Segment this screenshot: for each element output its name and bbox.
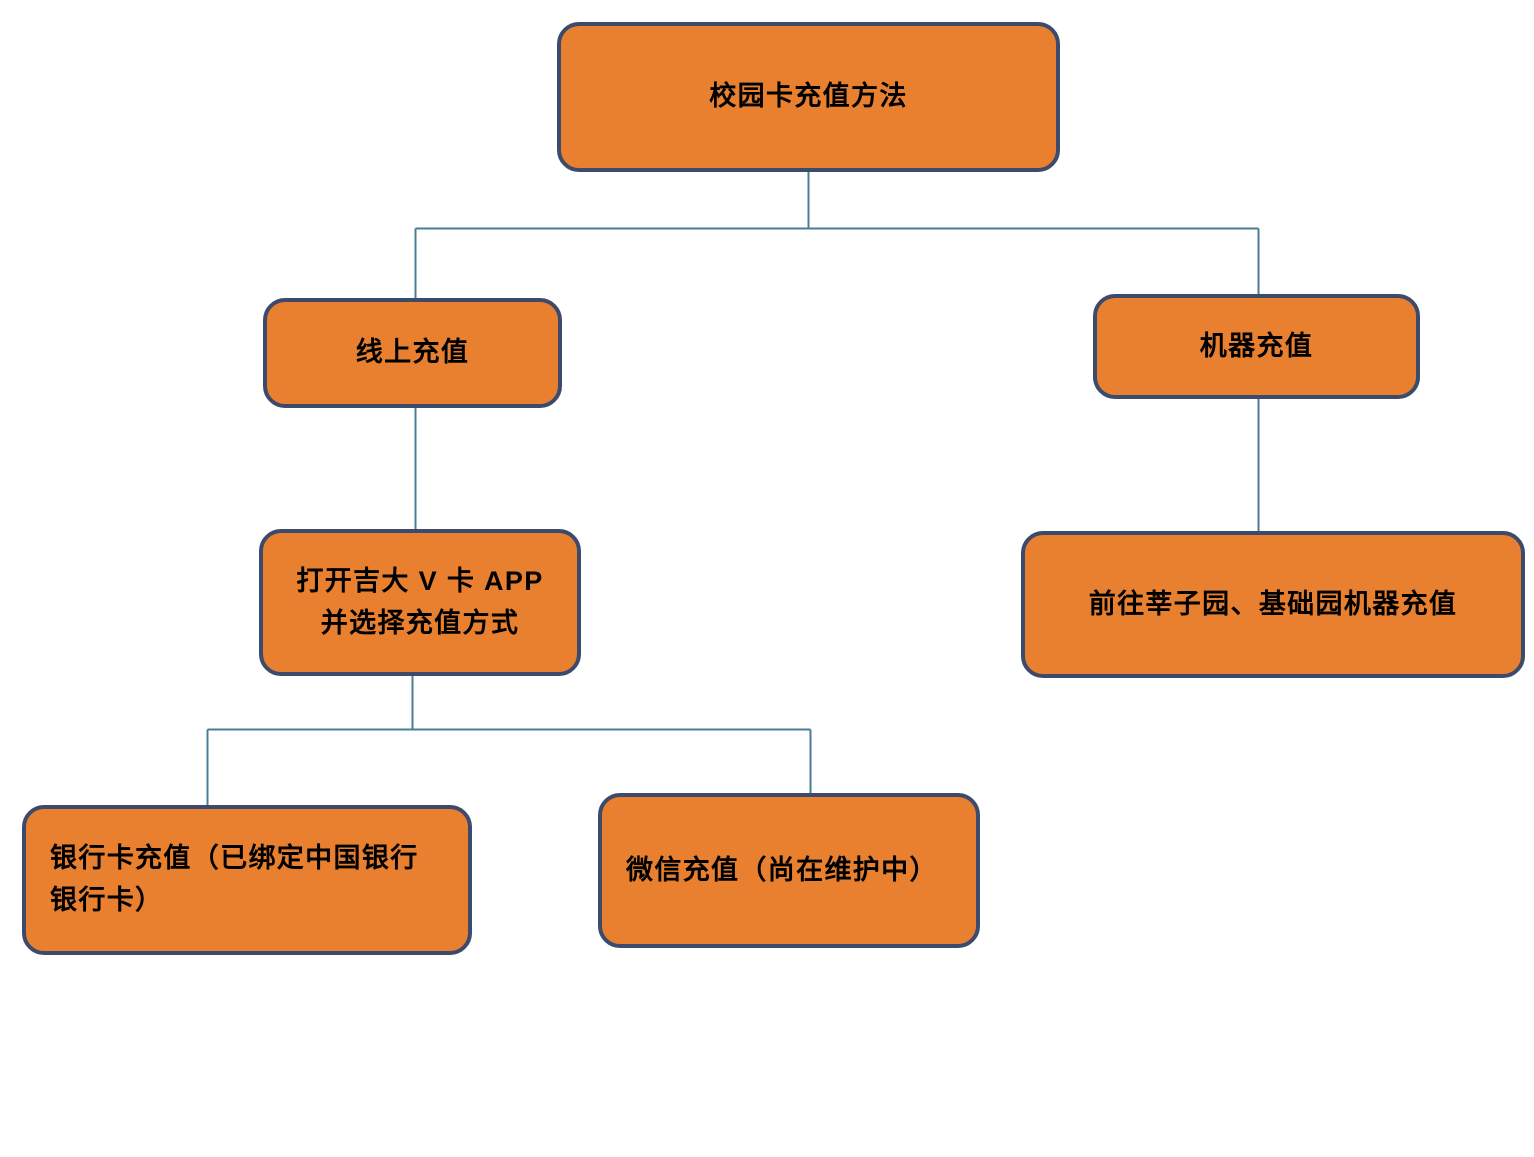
node-go-to-machine-label: 前往莘子园、基础园机器充值 [1088,588,1458,619]
node-online-recharge-label: 线上充值 [355,337,470,368]
node-root[interactable]: 校园卡充值方法 [557,22,1060,172]
node-wechat-recharge-label: 微信充值（尚在维护中） [626,854,938,885]
node-bank-card-recharge[interactable]: 银行卡充值（已绑定中国银行银行卡） [22,805,472,955]
node-go-to-machine[interactable]: 前往莘子园、基础园机器充值 [1021,531,1525,678]
node-online-recharge[interactable]: 线上充值 [263,298,562,408]
node-bank-card-recharge-label: 银行卡充值（已绑定中国银行银行卡） [50,843,419,915]
node-open-app[interactable]: 打开吉大 V 卡 APP 并选择充值方式 [259,529,581,676]
node-open-app-label: 打开吉大 V 卡 APP 并选择充值方式 [296,565,544,638]
node-machine-recharge[interactable]: 机器充值 [1093,294,1420,399]
node-wechat-recharge[interactable]: 微信充值（尚在维护中） [598,793,980,948]
node-machine-recharge-label: 机器充值 [1199,330,1314,361]
node-root-label: 校园卡充值方法 [709,81,908,112]
